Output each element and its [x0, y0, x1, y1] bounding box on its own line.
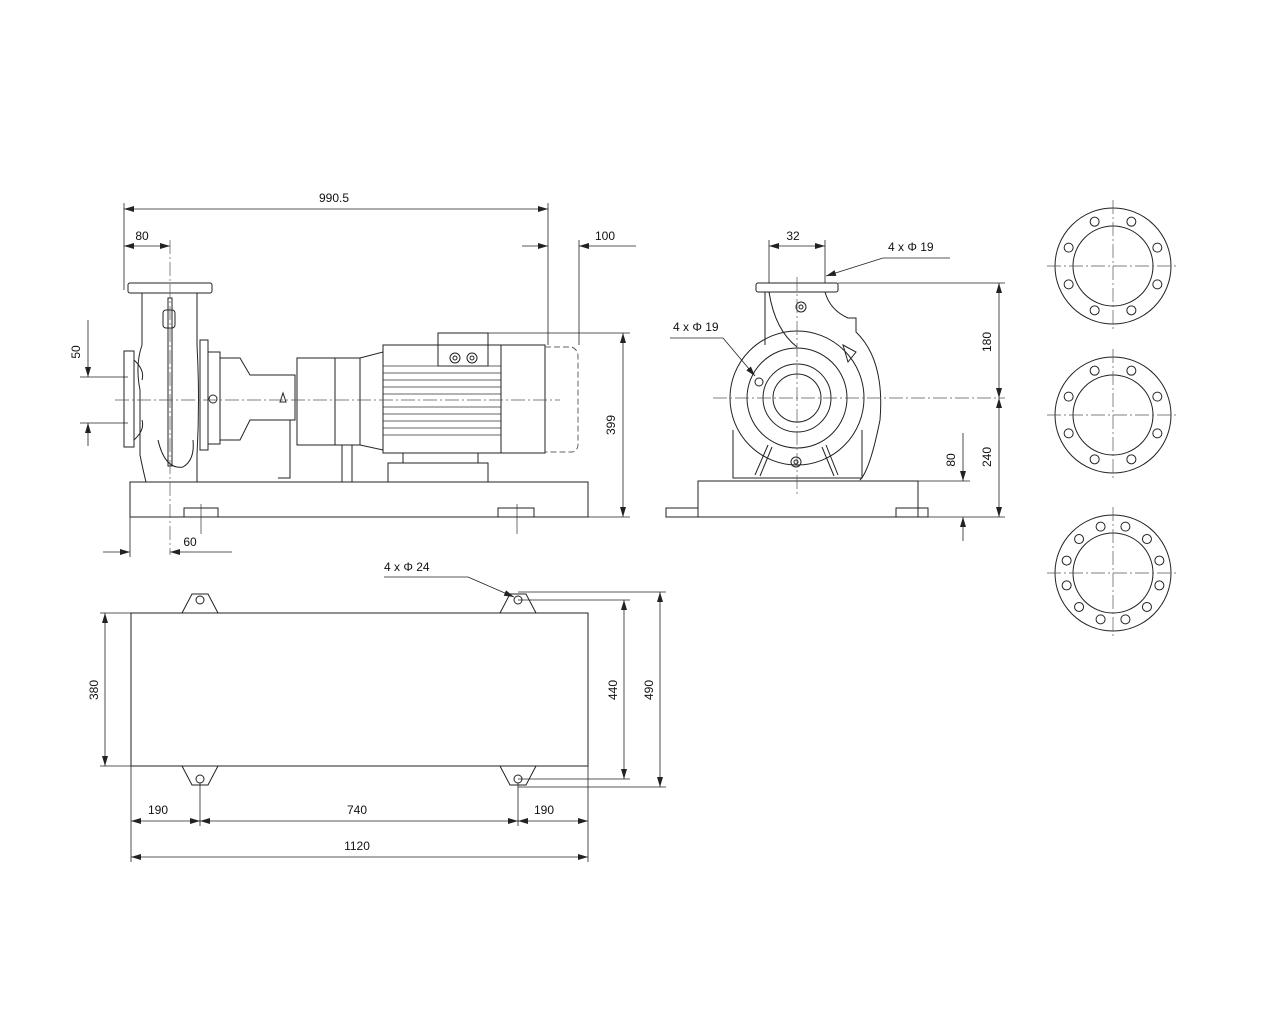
dim-shaft-height: 240	[980, 447, 994, 467]
flange-bolt-hole	[1152, 242, 1163, 253]
flange-views	[1047, 200, 1179, 639]
flange-bolt-hole	[1063, 279, 1074, 290]
flange-bolt-hole	[1089, 365, 1100, 376]
flange-bolt-hole	[1126, 454, 1137, 465]
motor	[359, 332, 579, 483]
flange-bolt-hole	[1063, 428, 1074, 439]
front-view: 990.5 80 100 399 50 60	[69, 191, 636, 557]
suction-flange-holes-label: 4 x Φ 19	[673, 320, 719, 334]
dimensions-front	[80, 203, 636, 557]
flange-bolt-hole	[1120, 614, 1131, 625]
flange-bolt-hole	[1152, 391, 1163, 402]
discharge-flange-holes-label: 4 x Φ 19	[888, 240, 934, 254]
dim-base-height: 80	[944, 453, 958, 467]
flange-bolt-hole	[1074, 601, 1085, 612]
flange-bolt-hole	[1095, 614, 1106, 625]
dim-edge-left: 190	[148, 803, 168, 817]
dim-hole-spacing-length: 740	[347, 803, 367, 817]
flange-bolt-hole	[1141, 534, 1152, 545]
anchor-lugs	[181, 593, 537, 786]
cooling-fins	[383, 365, 501, 436]
coupling-guard	[296, 357, 361, 483]
flange-bolt-hole	[1152, 279, 1163, 290]
dim-discharge-width: 32	[786, 229, 800, 243]
flange-bolt-hole	[1061, 555, 1072, 566]
flange-bolt-hole	[1126, 365, 1137, 376]
flange-bolt-hole	[1095, 521, 1106, 532]
dim-overall-width: 490	[642, 680, 656, 700]
baseplate-outline	[130, 612, 589, 767]
flange-bolt-hole	[1141, 601, 1152, 612]
flange-bolt-hole	[1074, 534, 1085, 545]
dim-overall-length-base: 1120	[344, 839, 370, 853]
anchor-holes-label: 4 x Φ 24	[384, 560, 430, 574]
flange-bolt-hole	[1063, 391, 1074, 402]
flange-bolt-hole	[1126, 305, 1137, 316]
dim-shaft-to-discharge: 180	[980, 332, 994, 352]
flange-bolt-hole	[1063, 242, 1074, 253]
dim-suction-height: 50	[69, 345, 83, 359]
flange-bolt-hole	[1152, 428, 1163, 439]
side-view: 32 4 x Φ 19 4 x Φ 19 180 240 80	[665, 229, 1005, 541]
flange-bolt-hole	[1089, 454, 1100, 465]
dim-hole-spacing-width: 440	[606, 680, 620, 700]
dimensions-side	[670, 240, 1005, 541]
dim-base-offset: 60	[183, 535, 197, 549]
dim-inner-width: 380	[87, 680, 101, 700]
side-baseplate	[697, 480, 919, 518]
flange-bolt-hole	[1120, 521, 1131, 532]
flange-bolt-hole	[1126, 216, 1137, 227]
flange-bolt-hole	[1154, 580, 1165, 591]
dim-overall-length: 990.5	[319, 191, 349, 205]
dimensions-top	[100, 576, 666, 862]
flange-bolt-hole	[1061, 580, 1072, 591]
top-view: 4 x Φ 24 380 440 490 190 740 190 1120	[87, 560, 666, 862]
baseplate	[129, 481, 589, 534]
dim-motor-overhang: 100	[595, 229, 615, 243]
pump-casing	[123, 282, 296, 483]
dim-height: 399	[604, 415, 618, 435]
dim-suction-offset: 80	[135, 229, 149, 243]
dim-edge-right: 190	[534, 803, 554, 817]
flange-bolt-hole	[1154, 555, 1165, 566]
flange-bolt-hole	[1089, 216, 1100, 227]
flange-bolt-hole	[1089, 305, 1100, 316]
